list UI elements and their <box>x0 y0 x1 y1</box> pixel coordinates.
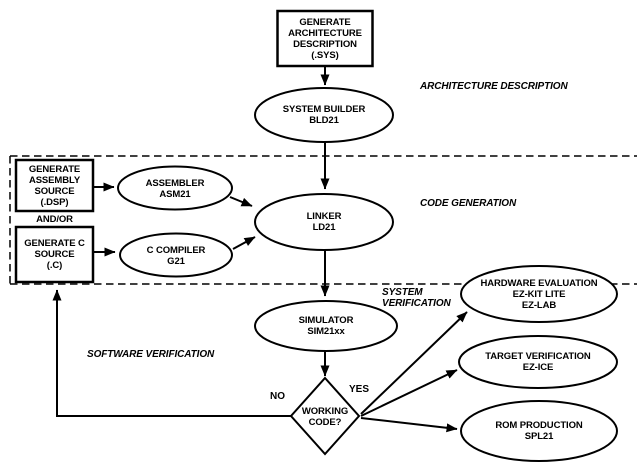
diamond-working-code <box>289 376 361 456</box>
ellipse-rom-production <box>460 400 618 462</box>
label-target-verification: TARGET VERIFICATION EZ-ICE <box>485 351 591 373</box>
arrow-assembler-to-linker <box>229 196 253 207</box>
label-assembler: ASSEMBLER ASM21 <box>145 177 205 200</box>
arrow-yes-to-hardware-evaluation <box>360 311 468 415</box>
ellipse-c-compiler <box>119 232 233 278</box>
arrow-ccompiler-to-linker <box>232 236 256 250</box>
section-label-architecture-description: ARCHITECTURE DESCRIPTION <box>420 81 568 92</box>
label-generate-c-source: GENERATE C SOURCE (.C) <box>24 238 85 271</box>
section-label-code-generation: CODE GENERATION <box>420 198 517 209</box>
label-generate-assembly-source: GENERATE ASSEMBLY SOURCE (.DSP) <box>28 163 81 208</box>
arrow-yes-to-rom-production <box>360 417 458 433</box>
box-generate-assembly-source <box>14 158 95 213</box>
ellipse-assembler <box>117 165 233 211</box>
label-and-or: AND/OR <box>36 213 73 225</box>
ellipse-linker <box>254 193 394 251</box>
label-generate-architecture-description: GENERATE ARCHITECTURE DESCRIPTION (.SYS) <box>288 16 362 61</box>
section-label-software-verification: SOFTWARE VERIFICATION <box>87 349 215 360</box>
label-hardware-evaluation: HARDWARE EVALUATION EZ-KIT LITE EZ-LAB <box>480 277 598 311</box>
arrow-yes-to-target-verification <box>360 369 458 417</box>
label-linker: LINKER LD21 <box>306 211 342 233</box>
ellipse-simulator <box>254 300 398 352</box>
label-rom-production: ROM PRODUCTION SPL21 <box>495 420 583 442</box>
label-no-branch: NO <box>270 391 285 402</box>
label-working-code: WORKING CODE? <box>301 406 349 428</box>
box-generate-architecture-description <box>276 9 374 68</box>
section-label-system-verification: SYSTEM VERIFICATION <box>382 287 451 309</box>
ellipse-target-verification <box>458 335 618 389</box>
label-simulator: SIMULATOR SIM21xx <box>298 315 354 337</box>
label-system-builder: SYSTEM BUILDER BLD21 <box>282 104 366 126</box>
label-yes-branch: YES <box>349 384 370 395</box>
arrow-no-feedback-to-source <box>52 289 291 417</box>
box-generate-c-source <box>14 225 95 284</box>
label-c-compiler: C COMPILER G21 <box>146 244 206 267</box>
ellipse-system-builder <box>254 87 394 143</box>
ellipse-hardware-evaluation <box>460 265 618 323</box>
